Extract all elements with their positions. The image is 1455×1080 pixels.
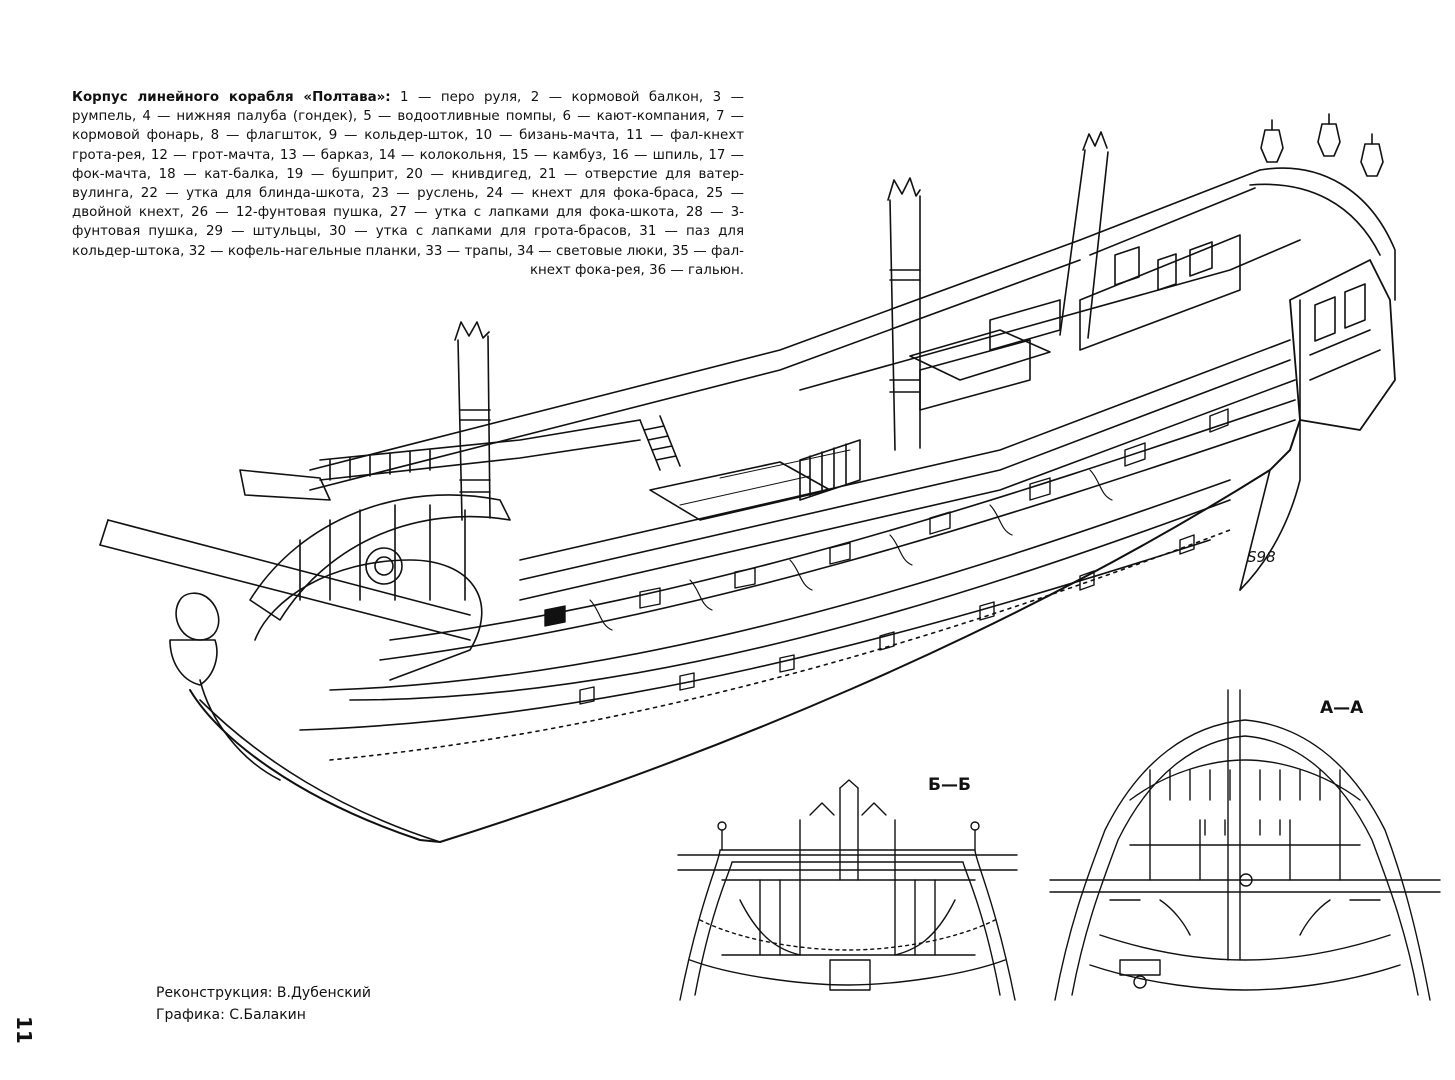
figure-caption: Корпус линейного корабля «Полтава»: 1 — … xyxy=(72,88,744,280)
stern-lantern-icon xyxy=(1260,113,1384,177)
page-number: 11 xyxy=(12,1016,36,1044)
mizzen-mast xyxy=(1059,131,1109,339)
gunports-lower xyxy=(579,534,1195,705)
main-mast xyxy=(887,177,921,451)
credit-graphics: Графика: С.Балакин xyxy=(156,1007,306,1023)
gunports-upper xyxy=(544,408,1229,627)
lion-figurehead-icon xyxy=(175,592,220,641)
main-hull-view xyxy=(99,113,1396,843)
caption-body: 1 — перо руля, 2 — кормовой балкон, 3 — … xyxy=(72,90,744,278)
credits: Реконструкция: В.Дубенский Графика: С.Ба… xyxy=(156,982,371,1026)
caption-lead: Корпус линейного корабля «Полтава»: xyxy=(72,90,391,105)
fore-mast xyxy=(454,321,491,521)
section-label-b: Б—Б xyxy=(928,775,971,795)
artist-signature: S98 xyxy=(1247,548,1276,566)
bow-head xyxy=(169,494,511,781)
bowsprit xyxy=(99,469,471,641)
section-a-view xyxy=(1049,689,1441,1001)
section-b-view xyxy=(677,779,1018,1001)
credit-reconstruction: Реконструкция: В.Дубенский xyxy=(156,985,371,1001)
section-label-a: А—А xyxy=(1320,698,1364,718)
